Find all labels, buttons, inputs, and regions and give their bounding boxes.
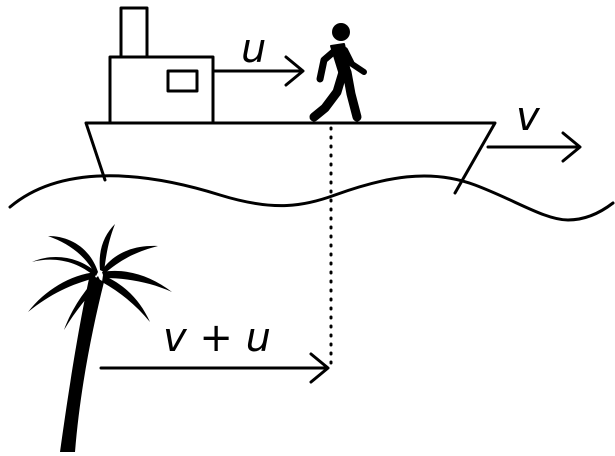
water-wave <box>10 176 613 220</box>
label-u: u <box>241 29 266 69</box>
palm-tree-icon <box>28 224 172 452</box>
label-v: v <box>516 97 540 137</box>
label-v-plus-u: v + u <box>163 318 271 358</box>
ship-hull <box>86 123 495 193</box>
person-walking-icon <box>314 23 364 117</box>
ship-window <box>168 71 197 91</box>
ship-chimney <box>121 8 147 57</box>
